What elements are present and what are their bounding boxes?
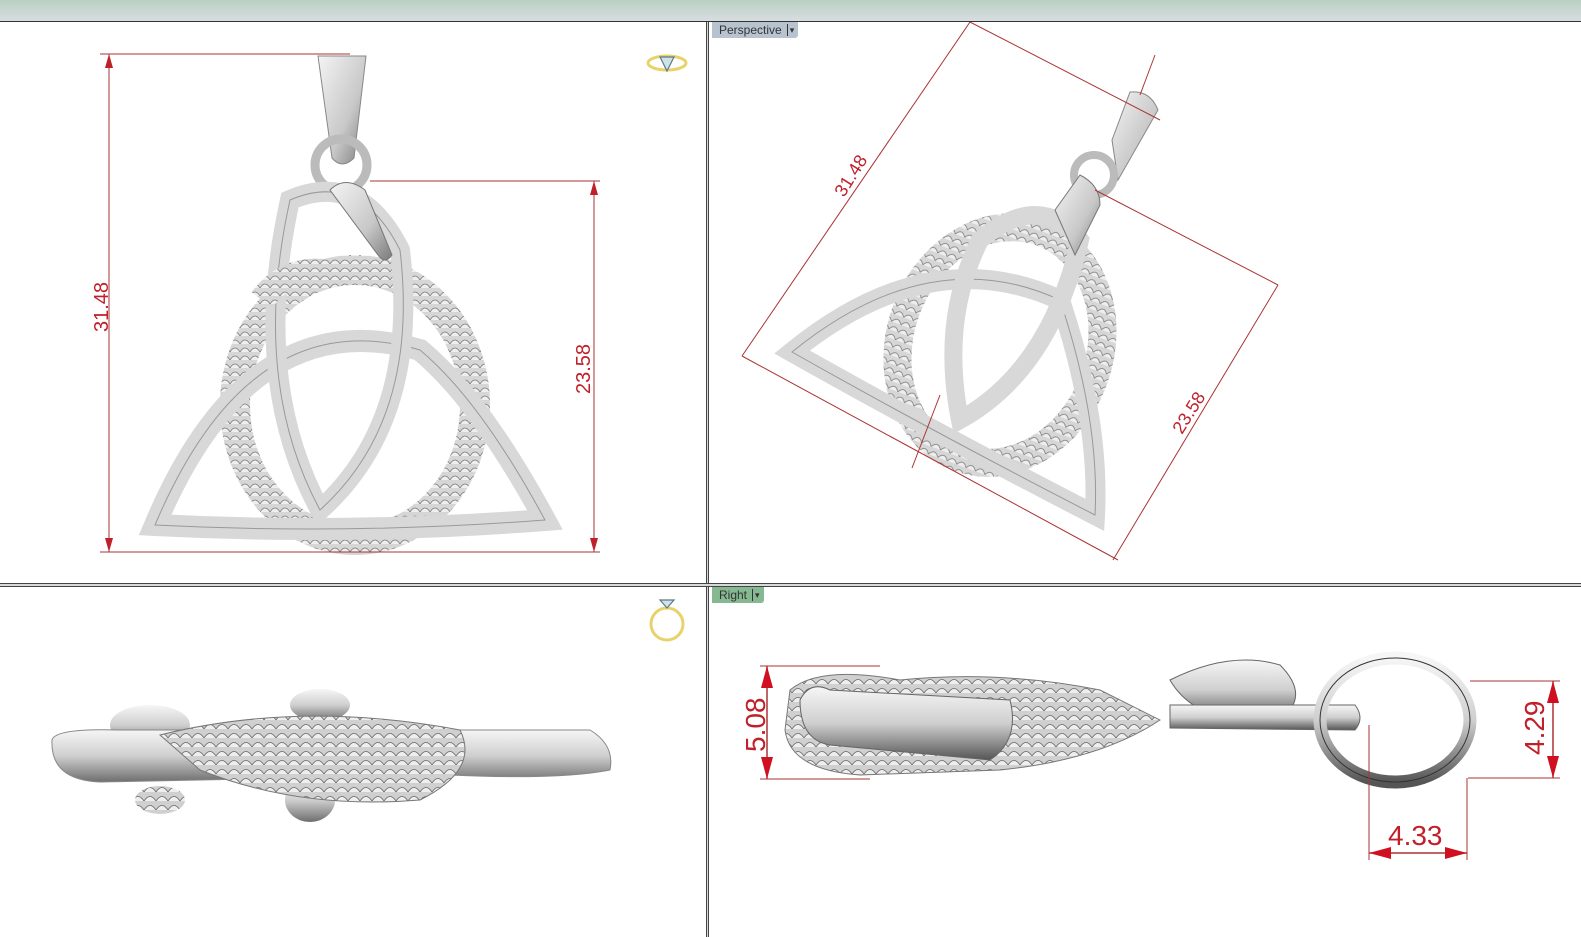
viewport-splitter-vertical[interactable] — [706, 22, 709, 937]
pendant-model-top — [51, 689, 612, 822]
dimension-annotations: 31.48 23.58 — [91, 53, 600, 553]
chevron-down-icon[interactable]: ▾ — [752, 589, 760, 601]
viewport-front[interactable]: 31.48 23.58 — [0, 22, 706, 583]
chevron-down-icon[interactable]: ▾ — [786, 24, 794, 36]
ring-gem-icon[interactable] — [646, 54, 688, 73]
pendant-model-perspective — [774, 91, 1159, 531]
viewport-label-text: Perspective — [719, 23, 782, 37]
viewport-splitter-horizontal[interactable] — [0, 583, 1581, 587]
dim-bail-ring-height: 4.29 — [1519, 701, 1550, 756]
dim-height-body: 23.58 — [573, 344, 595, 394]
title-bar — [0, 0, 1581, 22]
viewport-right[interactable]: 5.08 4.29 4.33 Right ▾ — [710, 587, 1581, 937]
viewport-perspective[interactable]: 31.48 23.58 Perspective ▾ — [710, 22, 1581, 583]
ring-gem-icon[interactable] — [649, 599, 685, 642]
dim-bail-ring-width: 4.33 — [1388, 820, 1443, 851]
pendant-model-side — [784, 651, 1477, 789]
dim-height-total: 31.48 — [91, 282, 113, 332]
viewport-label-right[interactable]: Right ▾ — [712, 587, 764, 603]
viewport-top[interactable] — [0, 587, 706, 937]
dim-height-body-persp: 23.58 — [1168, 388, 1209, 437]
pendant-model — [138, 55, 563, 555]
viewport-label-perspective[interactable]: Perspective ▾ — [712, 22, 799, 38]
dim-thickness: 5.08 — [740, 698, 771, 753]
viewport-label-text: Right — [719, 588, 748, 602]
dimension-annotations-side: 5.08 4.29 4.33 — [740, 665, 1560, 860]
